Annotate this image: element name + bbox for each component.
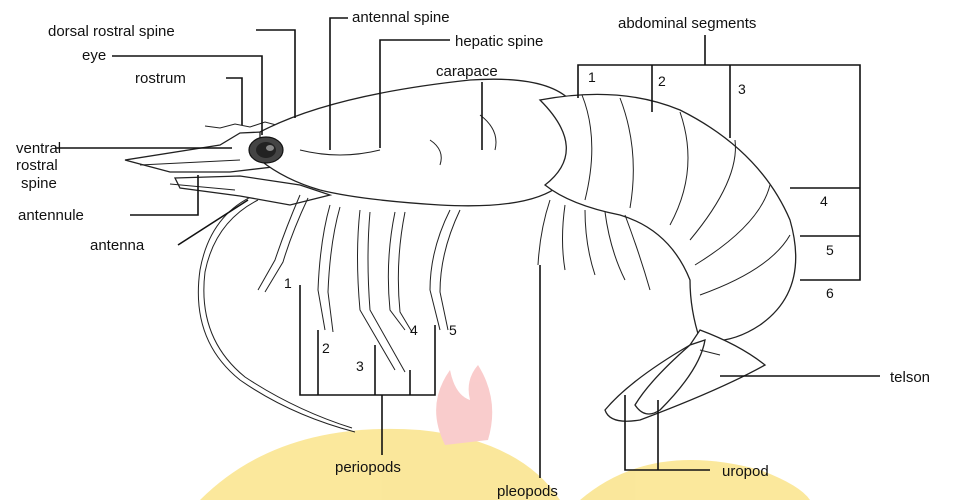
label-ventral-rostral-spine-line1: ventral [16,140,61,157]
label-rostrum: rostrum [135,70,186,87]
carapace-shape [260,79,583,206]
label-antennule: antennule [18,207,84,224]
label-hepatic-spine: hepatic spine [455,33,543,50]
label-pleopods: pleopods [497,483,558,500]
shrimp-illustration [125,79,796,432]
label-telson: telson [890,369,930,386]
segment-number-5: 5 [826,242,834,258]
segment-number-1: 1 [588,69,596,85]
periopod-number-4: 4 [410,322,418,338]
label-antenna: antenna [90,237,145,254]
label-carapace: carapace [436,63,498,80]
eye-shape [249,137,283,163]
label-uropod: uropod [722,463,769,480]
label-antennal-spine: antennal spine [352,9,450,26]
segment-number-6: 6 [826,285,834,301]
label-eye: eye [82,47,106,64]
segment-number-3: 3 [738,81,746,97]
periopod-number-1: 1 [284,275,292,291]
periopod-number-3: 3 [356,358,364,374]
segment-number-4: 4 [820,193,828,209]
segment-number-2: 2 [658,73,666,89]
periopod-number-5: 5 [449,322,457,338]
periopod-number-2: 2 [322,340,330,356]
label-abdominal-segments: abdominal segments [618,15,756,32]
label-periopods: periopods [335,459,401,476]
label-ventral-rostral-spine-line3: spine [21,175,57,192]
label-ventral-rostral-spine-line2: rostral [16,157,58,174]
label-dorsal-rostral-spine: dorsal rostral spine [48,23,175,40]
abdomen-shape [540,94,796,341]
